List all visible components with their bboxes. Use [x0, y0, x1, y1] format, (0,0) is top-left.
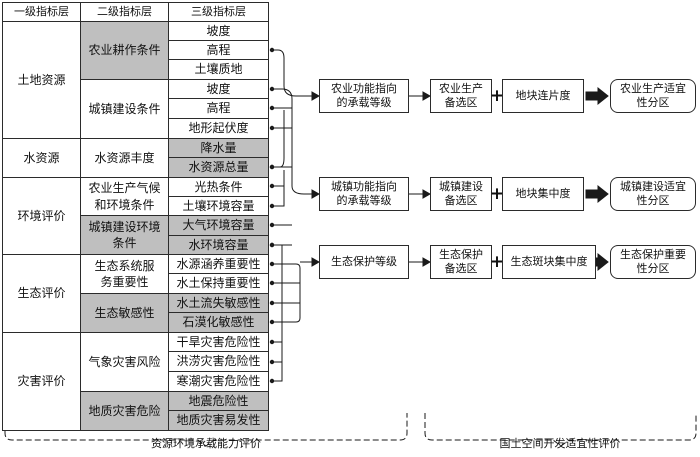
- level3-item: 石漠化敏感性: [168, 312, 269, 333]
- level3-item: 土壤环境容量: [168, 196, 269, 216]
- level3-item: 水土流失敏感性: [168, 293, 269, 313]
- eco-candidate-box: 生态保护备选区: [430, 245, 492, 279]
- level3-item: 水资源总量: [168, 157, 269, 178]
- level1-water-resources: 水资源: [2, 138, 81, 178]
- level3-item: 坡度: [168, 79, 269, 99]
- level1-hazard: 灾害评价: [2, 332, 81, 431]
- level2-ecosystem-service: 生态系统服务重要性: [80, 254, 169, 294]
- level3-item: 寒潮灾害危险性: [168, 371, 269, 392]
- level3-item: 降水量: [168, 138, 269, 158]
- level2-urban-conditions: 城镇建设条件: [80, 79, 169, 139]
- level2-agri-climate-env: 农业生产气候和环境条件: [80, 177, 169, 216]
- level3-item: 水环境容量: [168, 235, 269, 255]
- level3-item: 水源涵养重要性: [168, 254, 269, 274]
- eco-bracket-line: [272, 263, 301, 323]
- level3-item: 大气环境容量: [168, 215, 269, 236]
- level3-item: 地质灾害易发性: [168, 410, 269, 431]
- level2-geo-hazard: 地质灾害危险: [80, 391, 169, 431]
- level3-item: 干旱灾害危险性: [168, 332, 269, 352]
- agri-result-box: 农业生产适宜性分区: [610, 79, 696, 113]
- plus-icon: +: [489, 184, 505, 204]
- level3-item: 高程: [168, 40, 269, 60]
- urban-result-box: 城镇建设适宜性分区: [610, 177, 696, 211]
- urban-capacity-level-box: 城镇功能指向的承载等级: [319, 177, 409, 211]
- level2-water-abundance: 水资源丰度: [80, 138, 169, 178]
- level2-urban-env: 城镇建设环境条件: [80, 215, 169, 255]
- agri-bracket-line: [272, 341, 283, 363]
- level3-item: 光热条件: [168, 177, 269, 197]
- bottom-label-suitability: 国土空间开发适宜性评价: [499, 437, 621, 450]
- eco-result-box: 生态保护重要性分区: [610, 245, 696, 279]
- level2-eco-sensitivity: 生态敏感性: [80, 293, 169, 333]
- level3-item: 洪涝灾害危险性: [168, 351, 269, 372]
- arrow-to-agri-level: [311, 91, 321, 101]
- agri-candidate-box: 农业生产备选区: [430, 79, 492, 113]
- header-level2: 二级指标层: [80, 2, 169, 22]
- urban-bracket-line: [272, 88, 312, 195]
- level3-item: 高程: [168, 98, 269, 119]
- level1-ecology: 生态评价: [2, 254, 81, 333]
- agri-arrow-to-result: [585, 86, 609, 106]
- level3-item: 地形起伏度: [168, 118, 269, 139]
- header-level1: 一级指标层: [2, 2, 81, 22]
- plus-icon: +: [489, 252, 505, 272]
- header-level3: 三级指标层: [168, 2, 269, 22]
- level1-land-resources: 土地资源: [2, 21, 81, 139]
- urban-factor-box: 地块集中度: [502, 177, 584, 211]
- agri-bracket-line: [272, 185, 285, 207]
- arrow-to-eco-level: [311, 257, 321, 267]
- eco-protection-level-box: 生态保护等级: [319, 245, 409, 279]
- level1-environment: 环境评价: [2, 177, 81, 255]
- suitability-dashed-brace: [424, 413, 697, 447]
- plus-icon: +: [489, 86, 505, 106]
- agri-arrow-to-candidate: [422, 91, 432, 101]
- urban-arrow-to-candidate: [422, 189, 432, 199]
- level3-item: 地震危险性: [168, 391, 269, 411]
- capacity-dashed-brace: [4, 413, 408, 447]
- eco-arrow-to-candidate: [422, 257, 432, 267]
- bottom-label-capacity: 资源环境承载能力评价: [151, 437, 261, 450]
- level2-agri-conditions: 农业耕作条件: [80, 21, 169, 80]
- urban-arrow-to-result: [585, 184, 609, 204]
- agri-capacity-level-box: 农业功能指向的承载等级: [319, 79, 409, 113]
- arrow-to-urban-level: [311, 189, 321, 199]
- agri-bracket-line: [272, 244, 283, 342]
- agri-factor-box: 地块连片度: [502, 79, 584, 113]
- level3-item: 水土保持重要性: [168, 273, 269, 294]
- agri-bracket-line: [272, 362, 283, 382]
- urban-candidate-box: 城镇建设备选区: [430, 177, 492, 211]
- eco-factor-box: 生态斑块集中度: [502, 245, 596, 279]
- level3-item: 土壤质地: [168, 59, 269, 80]
- level3-item: 坡度: [168, 21, 269, 41]
- agri-bracket-line: [272, 110, 285, 168]
- level2-meteo-hazard: 气象灾害风险: [80, 332, 169, 392]
